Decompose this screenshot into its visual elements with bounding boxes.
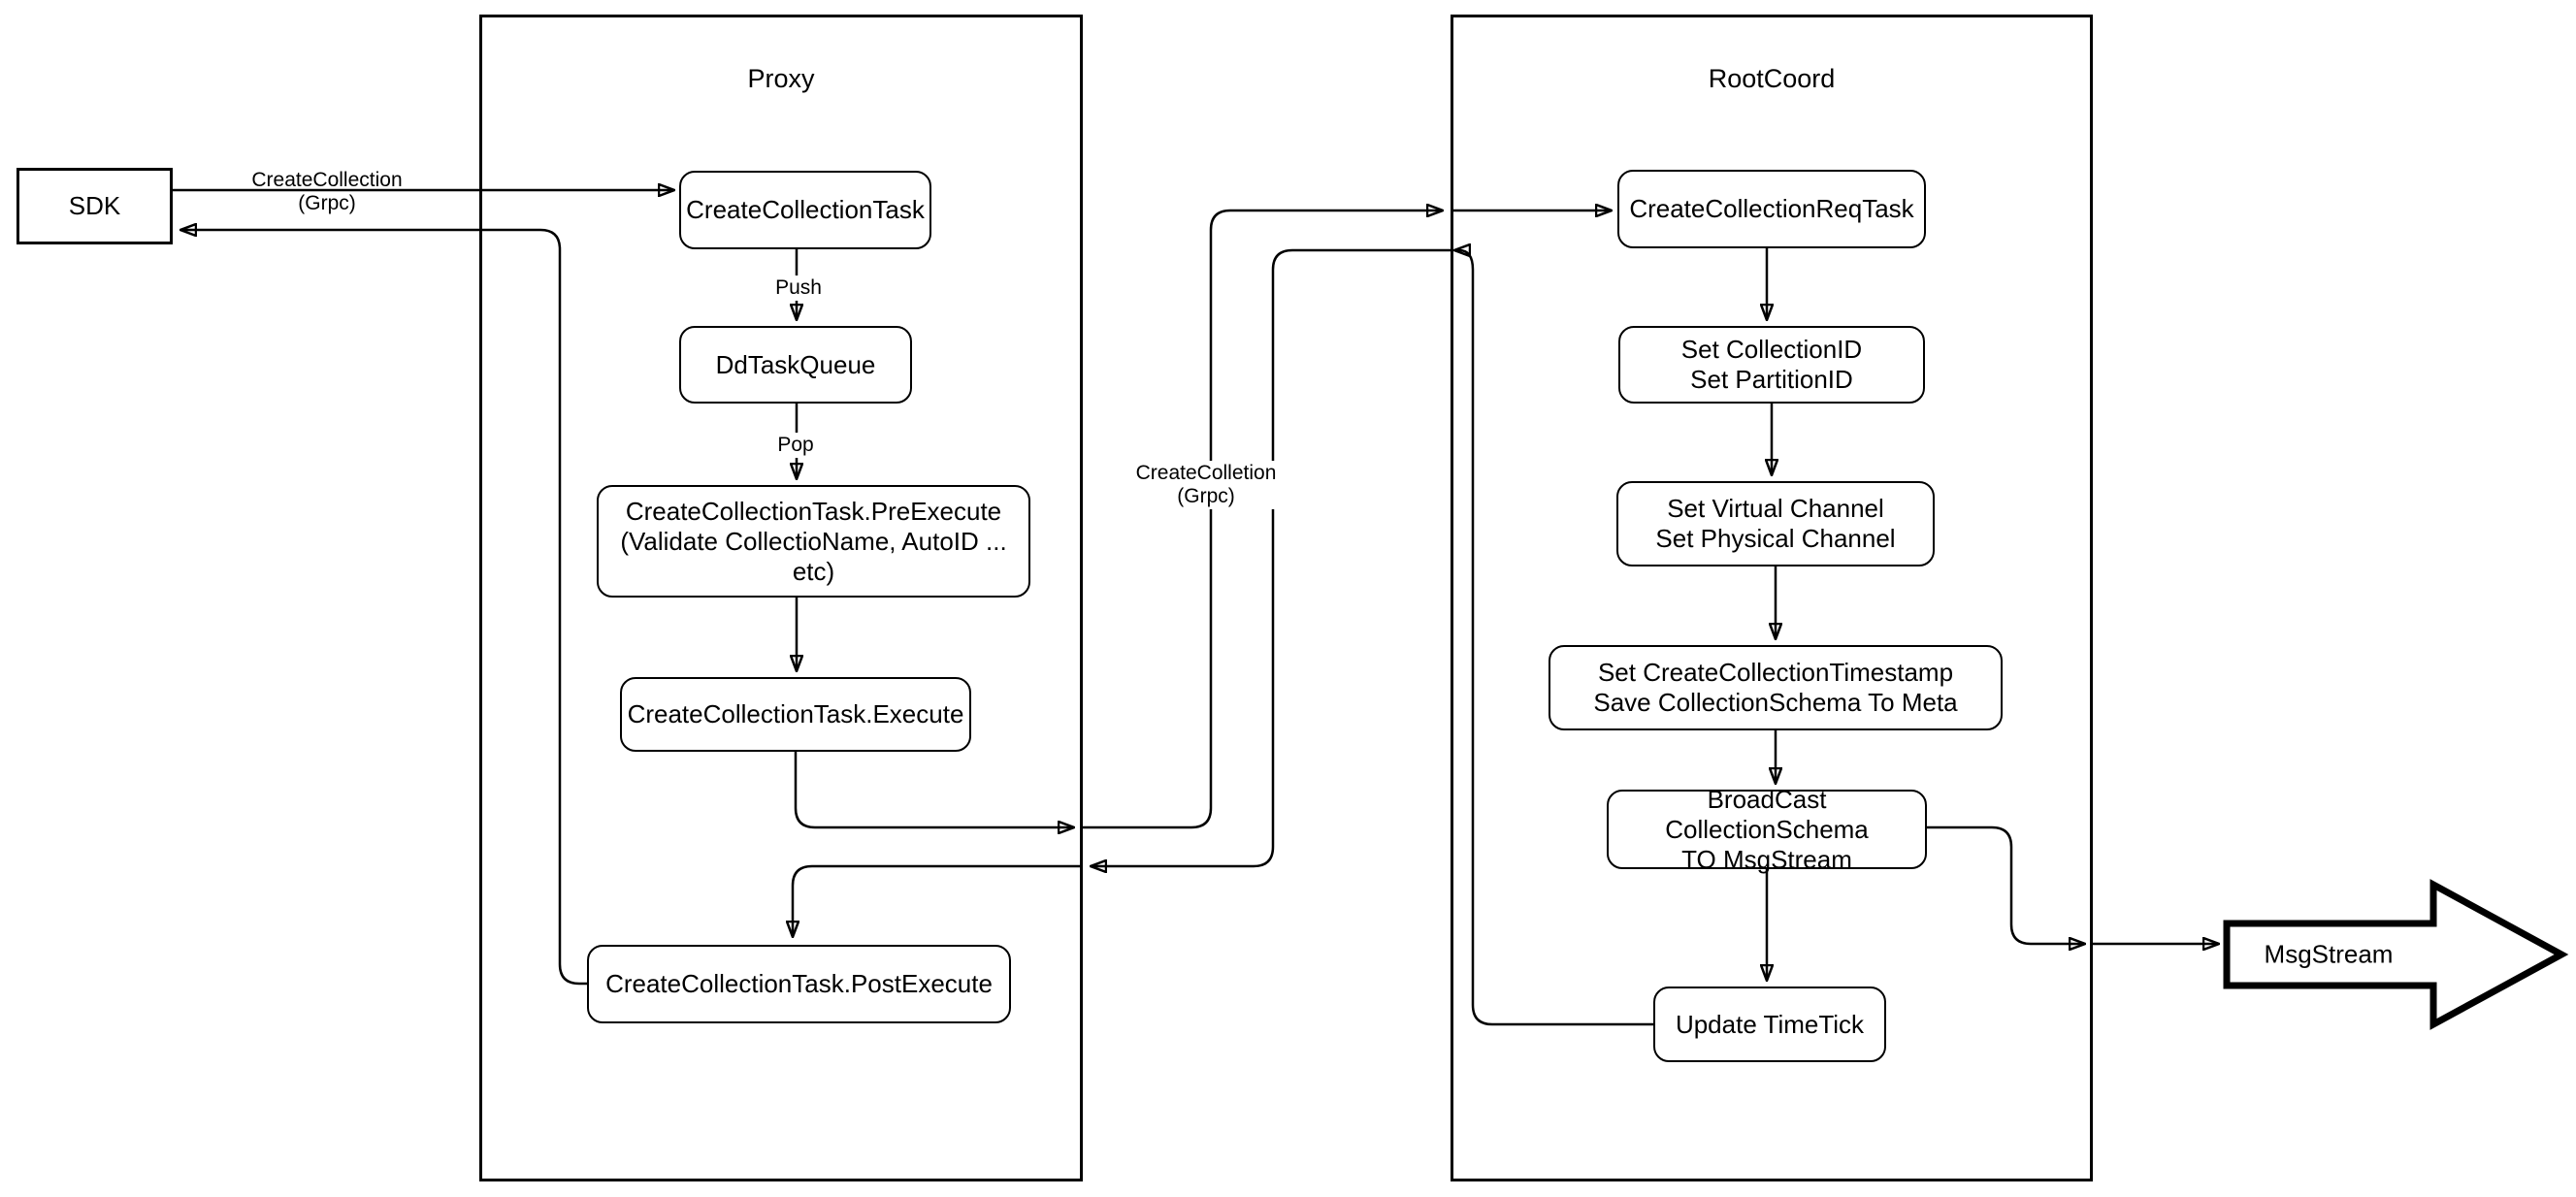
node-broadcast-line2: TO MsgStream <box>1681 844 1852 874</box>
node-post-execute: CreateCollectionTask.PostExecute <box>587 945 1011 1023</box>
node-pre-execute-line2: (Validate CollectioName, AutoID ... etc) <box>620 526 1007 586</box>
edge-postexecute-to-sdk <box>181 230 587 986</box>
node-set-timestamp-line1: Set CreateCollectionTimestamp <box>1597 658 1954 687</box>
node-set-ids-line1: Set CollectionID <box>1680 335 1863 364</box>
node-create-collection-task-label: CreateCollectionTask <box>686 195 925 224</box>
edge-label-grpc-request: CreateCollection (Grpc) <box>251 169 402 215</box>
node-update-timetick-label: Update TimeTick <box>1675 1009 1865 1039</box>
edge-proxy-border-to-rootcoord-border <box>1083 210 1442 829</box>
node-post-execute-label: CreateCollectionTask.PostExecute <box>605 969 993 998</box>
node-set-channels: Set Virtual Channel Set Physical Channel <box>1616 481 1935 566</box>
node-broadcast-line1: BroadCast CollectionSchema <box>1665 784 1869 844</box>
node-set-timestamp-line2: Save CollectionSchema To Meta <box>1593 688 1958 717</box>
node-sdk: SDK <box>16 168 173 244</box>
container-rootcoord-title: RootCoord <box>1708 64 1836 93</box>
edge-label-push: Push <box>771 275 826 301</box>
edge-return-gap-to-proxy-border <box>1092 248 1451 866</box>
node-set-channels-line1: Set Virtual Channel <box>1667 494 1884 523</box>
container-proxy: Proxy <box>479 15 1083 1181</box>
node-req-task: CreateCollectionReqTask <box>1617 170 1926 248</box>
node-execute-label: CreateCollectionTask.Execute <box>627 699 964 728</box>
msgstream-block-arrow <box>2223 879 2569 1030</box>
edge-updatetimetick-return-to-border <box>1455 250 1653 1026</box>
node-pre-execute: CreateCollectionTask.PreExecute (Validat… <box>597 485 1030 598</box>
node-execute: CreateCollectionTask.Execute <box>620 677 971 752</box>
node-pre-execute-line1: CreateCollectionTask.PreExecute <box>625 496 1002 526</box>
node-dd-task-queue-label: DdTaskQueue <box>715 349 876 379</box>
edge-label-grpc-request-line2: (Grpc) <box>298 192 356 214</box>
node-set-ids-line2: Set PartitionID <box>1690 365 1853 394</box>
node-set-timestamp: Set CreateCollectionTimestamp Save Colle… <box>1549 645 2003 730</box>
node-req-task-label: CreateCollectionReqTask <box>1629 194 1914 223</box>
node-create-collection-task: CreateCollectionTask <box>679 171 931 249</box>
edge-label-grpc-request-line1: CreateCollection <box>251 169 403 191</box>
node-msgstream-label: MsgStream <box>2264 939 2394 969</box>
edge-execute-to-proxy-border <box>794 752 1073 827</box>
edge-label-grpc-internal: CreateColletion (Grpc) <box>1131 461 1281 509</box>
node-set-ids: Set CollectionID Set PartitionID <box>1618 326 1925 404</box>
edge-label-grpc-internal-line1: CreateColletion <box>1135 462 1277 484</box>
edge-label-grpc-internal-line2: (Grpc) <box>1177 485 1235 507</box>
container-rootcoord: RootCoord <box>1451 15 2093 1181</box>
container-proxy-title: Proxy <box>747 64 815 93</box>
node-broadcast: BroadCast CollectionSchema TO MsgStream <box>1607 785 1927 874</box>
node-sdk-label: SDK <box>68 191 121 220</box>
node-update-timetick: Update TimeTick <box>1653 987 1886 1062</box>
edge-broadcast-to-rootcoord-right-border <box>1927 825 2084 944</box>
edge-return-to-postexecute <box>793 864 1083 936</box>
node-set-channels-line2: Set Physical Channel <box>1655 524 1896 553</box>
edge-label-pop: Pop <box>773 433 818 458</box>
node-dd-task-queue: DdTaskQueue <box>679 326 912 404</box>
